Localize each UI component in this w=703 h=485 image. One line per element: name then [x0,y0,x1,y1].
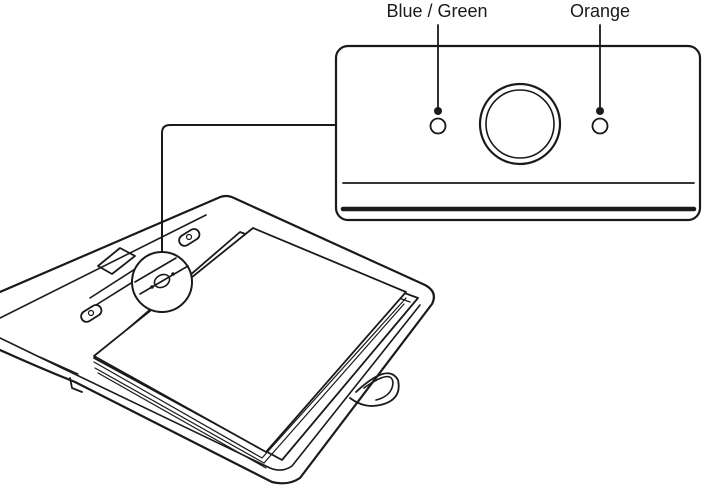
orange-pointer-dot [596,107,604,115]
center-button [478,82,562,166]
orange-indicator-light [591,117,609,135]
blue-green-pointer-dot [434,107,442,115]
blue-green-indicator-label: Blue / Green [386,1,488,21]
side-tab [97,247,136,275]
callout-connector [161,124,337,253]
zoom-circle [131,251,193,313]
detail-panel [334,24,702,222]
blue-green-indicator-light [429,117,447,135]
device-base [0,194,435,485]
lower-button [80,304,103,323]
orange-indicator-label: Orange [569,1,631,21]
paper-stack [93,227,407,469]
power-cable [349,372,400,407]
upper-button [178,228,201,247]
